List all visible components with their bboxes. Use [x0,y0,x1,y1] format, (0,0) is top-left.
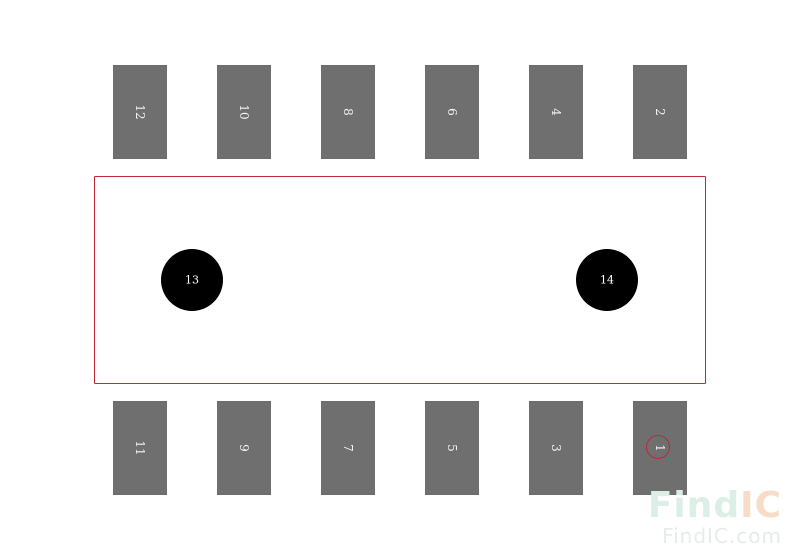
mounting-hole-14: 14 [576,249,638,311]
pad-label: 7 [341,444,355,452]
watermark-url: FindIC.com [662,524,782,548]
pad-11: 11 [113,401,167,495]
pad-label: 9 [237,444,251,452]
watermark-logo: FindIC [648,488,782,524]
watermark-logo-ic: IC [740,485,782,526]
pad-label: 2 [653,108,667,116]
pad-label: 10 [237,104,251,120]
pad-4: 4 [529,65,583,159]
pad-label: 12 [133,104,147,120]
pad-5: 5 [425,401,479,495]
pad-12: 12 [113,65,167,159]
pad-10: 10 [217,65,271,159]
watermark-logo-find: Find [647,485,741,526]
component-body-outline [94,176,706,384]
hole-label: 13 [185,273,199,287]
hole-label: 14 [600,273,614,287]
pad-6: 6 [425,65,479,159]
watermark: FindIC FindIC.com [648,488,782,548]
pad-label: 5 [445,444,459,452]
pad-label: 6 [445,108,459,116]
pin1-marker [646,435,670,459]
pad-2: 2 [633,65,687,159]
pad-label: 3 [549,444,563,452]
pad-label: 11 [133,440,147,456]
pad-9: 9 [217,401,271,495]
pad-label: 4 [549,108,563,116]
pad-8: 8 [321,65,375,159]
pad-label: 8 [341,108,355,116]
mounting-hole-13: 13 [161,249,223,311]
pad-7: 7 [321,401,375,495]
pad-3: 3 [529,401,583,495]
